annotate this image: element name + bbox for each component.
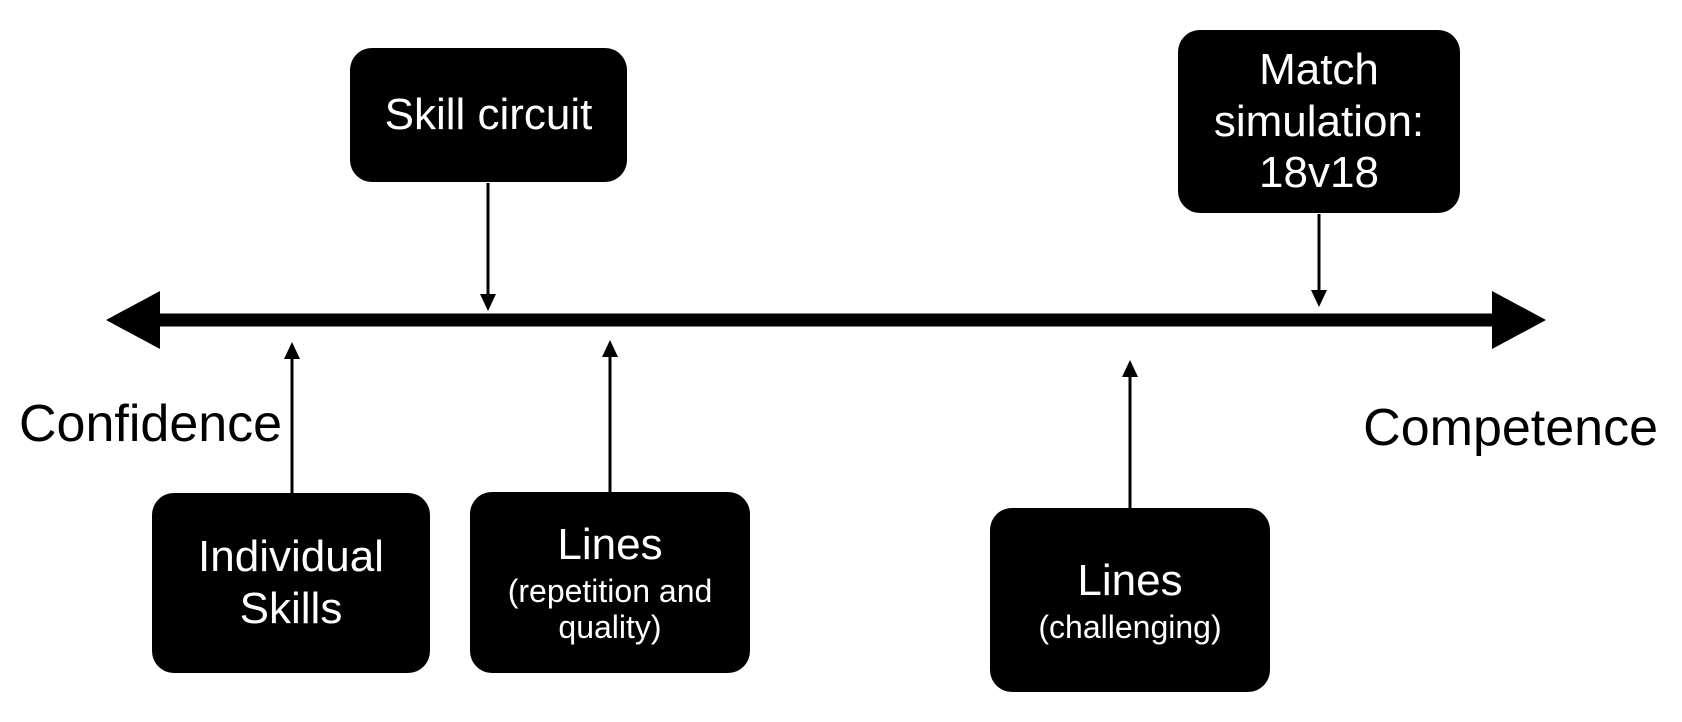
- connector-lines-repetition-up: [602, 340, 618, 492]
- connector-individual-skills-up: [284, 342, 300, 493]
- up-arrowhead-icon: [602, 340, 618, 357]
- node-lines-repetition: Lines (repetition and quality): [470, 492, 750, 673]
- node-skill-circuit-label: Skill circuit: [384, 90, 593, 140]
- node-individual-skills: Individual Skills: [152, 493, 430, 673]
- connector-match-simulation-down: [1311, 214, 1327, 307]
- connector-lines-challenging-up: [1122, 360, 1138, 508]
- confidence-competence-axis: [106, 291, 1546, 349]
- node-match-simulation-label: Match simulation: 18v18: [1213, 44, 1425, 198]
- node-lines-challenging-title: Lines: [1077, 555, 1183, 605]
- axis-label-competence: Competence: [1363, 399, 1658, 457]
- up-arrowhead-icon: [1122, 360, 1138, 377]
- node-lines-challenging-subtitle: (challenging): [1038, 608, 1222, 645]
- node-match-simulation: Match simulation: 18v18: [1178, 30, 1460, 213]
- axis-left-arrowhead-icon: [106, 291, 160, 349]
- node-lines-repetition-title: Lines: [557, 519, 663, 569]
- up-arrowhead-icon: [284, 342, 300, 359]
- down-arrowhead-icon: [480, 294, 496, 311]
- connector-skill-circuit-down: [480, 183, 496, 311]
- node-lines-challenging: Lines (challenging): [990, 508, 1270, 692]
- down-arrowhead-icon: [1311, 290, 1327, 307]
- node-skill-circuit: Skill circuit: [350, 48, 627, 182]
- node-individual-skills-label: Individual Skills: [198, 532, 384, 633]
- node-lines-repetition-subtitle: (repetition and quality): [507, 572, 713, 646]
- axis-label-confidence: Confidence: [19, 395, 283, 453]
- axis-right-arrowhead-icon: [1492, 291, 1546, 349]
